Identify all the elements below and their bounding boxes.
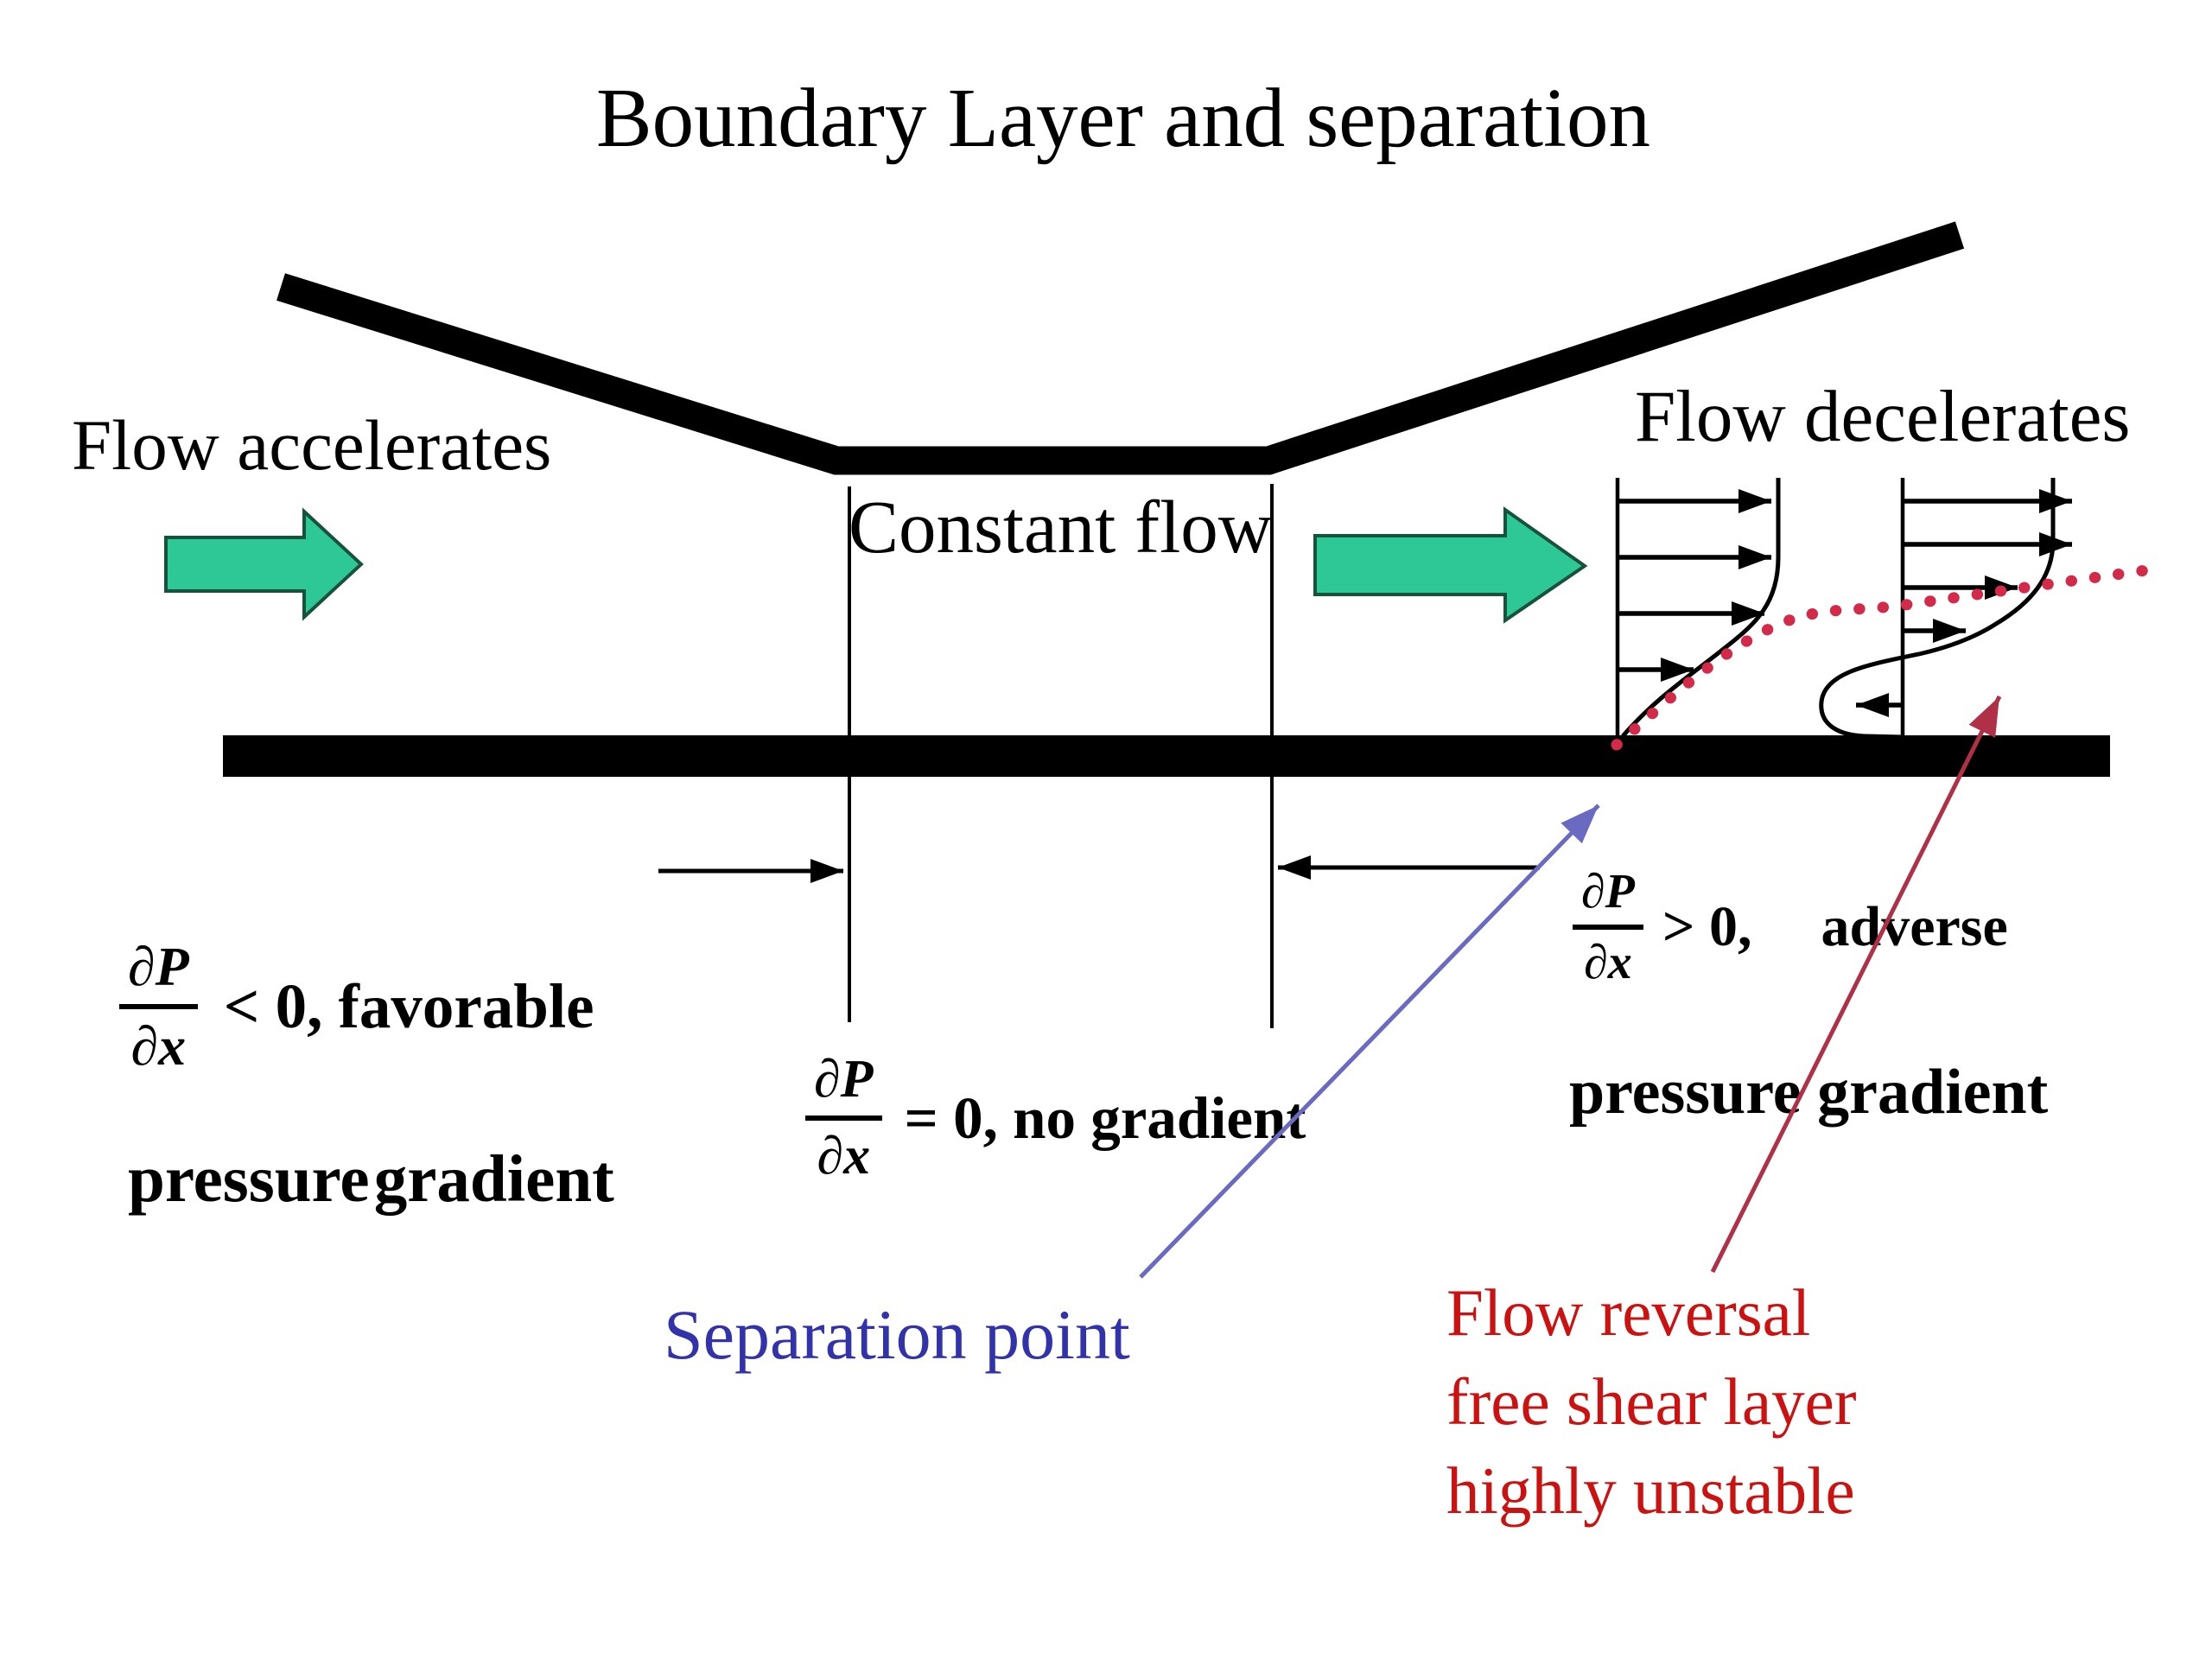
fraction-dPdx: ∂P ∂x <box>1573 864 1643 990</box>
formula-adverse: ∂P ∂x > 0, adverse <box>1573 864 2008 990</box>
label-flow-reversal-block: Flow reversal free shear layer highly un… <box>1446 1268 1856 1535</box>
formula-relation: < 0, favorable <box>223 971 594 1041</box>
fraction-dPdx: ∂P ∂x <box>119 935 198 1078</box>
fraction-denominator: ∂x <box>817 1127 871 1185</box>
fraction-numerator: ∂P <box>119 935 198 1009</box>
profile-envelope <box>1621 478 1781 738</box>
fraction-numerator: ∂P <box>805 1049 882 1121</box>
formula-adverse-caption: pressure gradient <box>1569 1057 2049 1128</box>
formula-relation: > 0, <box>1662 895 1752 958</box>
label-constant-flow: Constant flow <box>849 485 1273 569</box>
duct-upper-wall <box>276 221 1965 475</box>
formula-favorable: ∂P ∂x < 0, favorable <box>119 935 594 1078</box>
slide-title: Boundary Layer and separation <box>595 72 1651 164</box>
velocity-profile-attached <box>1615 478 1781 738</box>
label-flow-reversal-line3: highly unstable <box>1446 1453 1855 1528</box>
fraction-numerator: ∂P <box>1573 864 1643 930</box>
label-flow-accelerates: Flow accelerates <box>72 405 552 485</box>
label-flow-reversal-line2: free shear layer <box>1446 1364 1857 1439</box>
label-separation-point: Separation point <box>664 1295 1130 1374</box>
formula-qualifier: adverse <box>1821 895 2008 958</box>
fraction-denominator: ∂x <box>130 1015 187 1077</box>
formula-favorable-caption: pressure gradient <box>128 1141 614 1216</box>
formula-no-gradient: ∂P ∂x = 0, no gradient <box>805 1049 1306 1187</box>
label-flow-decelerates: Flow decelerates <box>1635 376 2131 457</box>
flow-arrow-icon-left <box>164 507 364 621</box>
flow-arrow-icon-right <box>1313 506 1588 624</box>
label-flow-reversal-line1: Flow reversal <box>1446 1275 1811 1350</box>
fraction-dPdx: ∂P ∂x <box>805 1049 882 1187</box>
fraction-denominator: ∂x <box>1584 936 1632 989</box>
formula-relation: = 0, no gradient <box>904 1084 1306 1151</box>
free-shear-layer-dotted-line <box>1611 562 2171 751</box>
